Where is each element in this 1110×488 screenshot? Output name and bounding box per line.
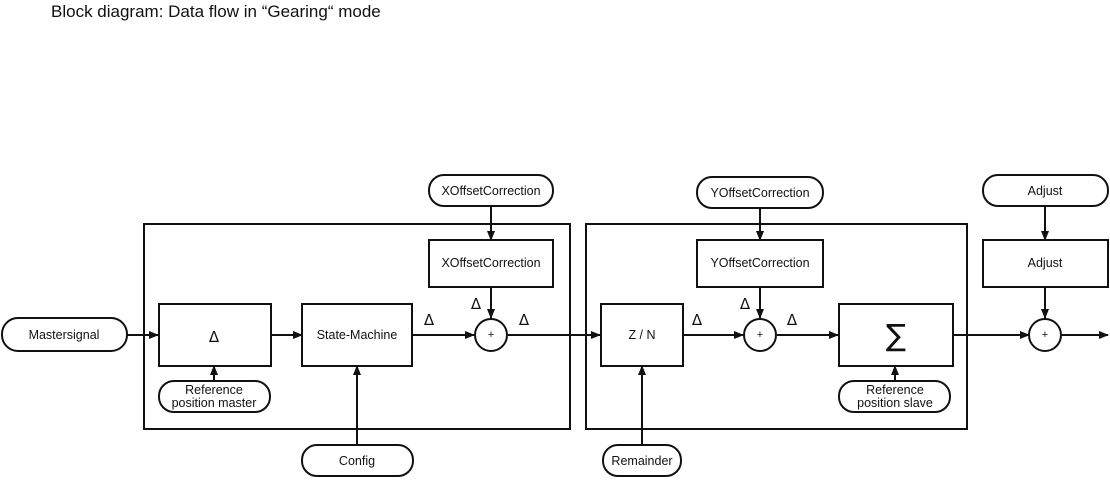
plus-icon: + [488,329,494,341]
input-config: Config [301,444,414,477]
plus-icon: + [1042,329,1048,341]
delta-signal-label: Δ [692,311,703,329]
block-state-machine: State-Machine [301,303,413,367]
block-adjust-label: Adjust [1028,256,1063,270]
ref-slave-label-line2: position slave [857,396,933,410]
summing-junction-2: + [743,318,777,352]
summing-junction-1: + [474,318,508,352]
ref-master-label-line2: position master [172,396,257,410]
input-xoffsetcorrection: XOffsetCorrection [428,174,554,207]
input-mastersignal-label: Mastersignal [29,328,100,342]
input-yoffsetcorrection: YOffsetCorrection [696,176,824,209]
input-adjust: Adjust [982,174,1109,207]
delta-signal-label: Δ [424,311,435,329]
block-zn-label: Z / N [628,328,655,342]
wires [127,206,1109,445]
delta-signal-label: Δ [471,295,482,313]
block-yoffset-label: YOffsetCorrection [710,256,809,270]
input-mastersignal: Mastersignal [1,317,128,352]
sigma-icon: ∑ [886,319,906,354]
input-config-label: Config [339,454,375,468]
ref-master-label-line1: Reference [185,383,243,397]
block-xoffsetcorrection: XOffsetCorrection [428,239,554,288]
block-delta: Δ [158,303,272,367]
block-state-machine-label: State-Machine [317,328,398,342]
delta-signal-label: Δ [519,311,530,329]
input-adjust-label: Adjust [1028,184,1063,198]
ref-slave-label-line1: Reference [866,383,924,397]
delta-signal-label: Δ [787,311,798,329]
block-integrator: ∑ [838,303,954,367]
block-yoffsetcorrection: YOffsetCorrection [696,239,824,288]
summing-junction-3: + [1028,318,1062,352]
plus-icon: + [757,329,763,341]
block-xoffset-label: XOffsetCorrection [441,256,540,270]
input-reference-position-master: Reference position master [158,380,271,413]
block-delta-label: Δ [209,328,220,346]
block-adjust: Adjust [982,239,1109,288]
input-remainder: Remainder [602,444,682,477]
diagram-title: Block diagram: Data flow in “Gearing“ mo… [51,2,381,21]
input-xoffset-label: XOffsetCorrection [441,184,540,198]
input-yoffset-label: YOffsetCorrection [710,186,809,200]
delta-signal-label: Δ [740,295,751,313]
block-z-over-n: Z / N [600,303,684,367]
input-remainder-label: Remainder [611,454,672,468]
input-reference-position-slave: Reference position slave [838,380,951,413]
stage-2-frame [585,223,968,430]
